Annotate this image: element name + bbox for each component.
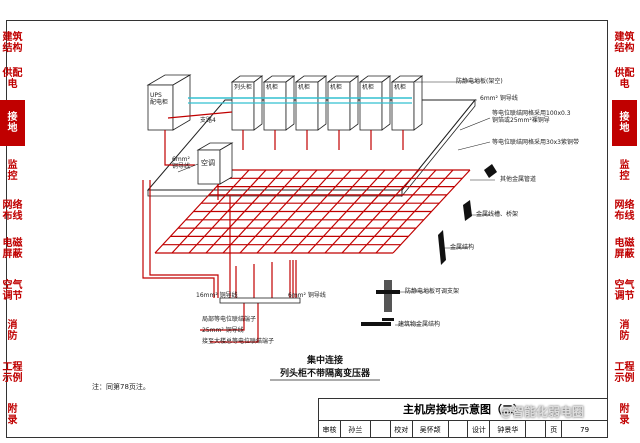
ac-unit xyxy=(196,142,234,185)
caption-sub: 列头柜不带隔离变压器 xyxy=(279,369,370,379)
tab-power-distribution[interactable]: 供配 电 xyxy=(2,68,23,90)
title-block-cell: 孙兰 xyxy=(341,421,371,438)
tab-project-examples-right[interactable]: 工程 示例 xyxy=(614,362,635,384)
grid-column-line xyxy=(358,169,437,254)
tab-building-structure[interactable]: 建筑 结构 xyxy=(2,32,23,54)
grid-column-line xyxy=(341,169,420,254)
grid-column-line xyxy=(171,169,250,254)
grid-column-line xyxy=(375,169,454,254)
tab-grounding[interactable]: 接 地 xyxy=(0,100,25,146)
tab-network-cabling-right[interactable]: 网络 布线 xyxy=(614,200,635,222)
title-block-cell xyxy=(371,421,391,438)
title-block-cell: 79 xyxy=(562,421,609,438)
tab-em-shielding-right[interactable]: 电磁 屏蔽 xyxy=(614,238,635,260)
title-block-cell: 审核 xyxy=(319,421,341,438)
grid-column-line xyxy=(290,169,369,254)
rack-row xyxy=(230,75,424,150)
rack-label: 机柜 xyxy=(298,84,311,91)
callout-floor: 防静电地板(架空) xyxy=(456,78,503,85)
ac-label: 空调 xyxy=(201,159,215,167)
rack-label: 机柜 xyxy=(394,84,407,91)
callout-mesh-bonding: 等电位联结网格采用30x3紫铜带 xyxy=(492,139,580,146)
rack-label: 机柜 xyxy=(330,84,343,91)
tab-air-conditioning-right[interactable]: 空气 调节 xyxy=(614,280,635,302)
ac-wire-label: 6mm² 铜导线 xyxy=(172,156,191,170)
grid-column-line xyxy=(324,169,403,254)
tab-monitoring[interactable]: 监 控 xyxy=(7,160,18,182)
rack-cabinet xyxy=(390,75,424,150)
title-block-cell xyxy=(526,421,547,438)
drawing-title: 主机房接地示意图（二） xyxy=(318,398,608,420)
callout-metal-structure: 金属结构 xyxy=(450,244,475,251)
rack-label: 机柜 xyxy=(362,84,375,91)
bonding-grid xyxy=(154,169,471,254)
main-bonding-label: 接至大楼总等电位联结端子 xyxy=(202,338,275,345)
tab-network-cabling[interactable]: 网络 布线 xyxy=(2,200,23,222)
grid-column-line xyxy=(307,169,386,254)
grid-column-line xyxy=(239,169,318,254)
grid-column-line xyxy=(222,169,301,254)
wire-25mm-label: 25mm² 铜导线 xyxy=(202,327,244,334)
grid-column-line xyxy=(273,169,352,254)
ups-label: UPS 配电柜 xyxy=(150,92,169,106)
title-block-cell: 钟景华 xyxy=(490,421,527,438)
callout-wire-6mm: 6mm² 铜导线 xyxy=(480,95,518,102)
grid-column-line xyxy=(205,169,284,254)
tab-grounding-right[interactable]: 接 地 xyxy=(612,100,637,146)
title-block-cell: 页 xyxy=(546,421,563,438)
branch-label: 支路4 xyxy=(200,117,216,124)
caption-main: 集中连接 xyxy=(306,356,343,366)
tab-appendix[interactable]: 附 录 xyxy=(7,404,18,426)
local-bonding-label: 局部等电位联结端子 xyxy=(202,316,257,323)
grid-column-line xyxy=(392,169,471,254)
callout-metal-rail: 金属线槽、桥架 xyxy=(476,211,519,218)
tab-air-conditioning[interactable]: 空气 调节 xyxy=(2,280,23,302)
tab-em-shielding[interactable]: 电磁 屏蔽 xyxy=(2,238,23,260)
tab-fire-protection[interactable]: 消 防 xyxy=(7,320,18,342)
callout-leaders xyxy=(177,81,495,326)
bonding-terminal-bar xyxy=(219,297,301,304)
tab-power-distribution-right[interactable]: 供配 电 xyxy=(614,68,635,90)
watermark: @智能化弱电圈 xyxy=(500,405,585,419)
tab-appendix-right[interactable]: 附 录 xyxy=(619,404,630,426)
grid-column-line xyxy=(188,169,267,254)
tab-fire-protection-right[interactable]: 消 防 xyxy=(619,320,630,342)
callout-building-steel: 建筑物金属结构 xyxy=(398,321,441,328)
callout-equip-bonding: 等电位联结网格采用100x0.3 铜箔或25mm²裸铜导 xyxy=(492,110,571,124)
note: 注：同第78页注。 xyxy=(92,383,150,391)
title-block-cell xyxy=(449,421,469,438)
bus-6mm-label: 6mm² 铜导线 xyxy=(288,292,326,299)
tab-building-structure-right[interactable]: 建筑 结构 xyxy=(614,32,635,54)
rack-label: 机柜 xyxy=(266,84,279,91)
title-block-cell: 校对 xyxy=(391,421,413,438)
callout-floor-support: 防静电地板可调支架 xyxy=(405,288,460,295)
rack-cabinet xyxy=(262,75,296,150)
callout-metal-pipe: 其他金属管道 xyxy=(500,176,537,183)
bus-16mm-label: 16mm² 铜导线 xyxy=(196,292,238,299)
tab-monitoring-right[interactable]: 监 控 xyxy=(619,160,630,182)
component-glyphs xyxy=(361,164,497,326)
drawing-frame xyxy=(6,20,608,438)
tab-project-examples[interactable]: 工程 示例 xyxy=(2,362,23,384)
title-block-cell: 吴怀颉 xyxy=(413,421,449,438)
rack-label: 列头柜 xyxy=(234,84,253,91)
title-block-cell: 设计 xyxy=(468,421,491,438)
grid-column-line xyxy=(256,169,335,254)
